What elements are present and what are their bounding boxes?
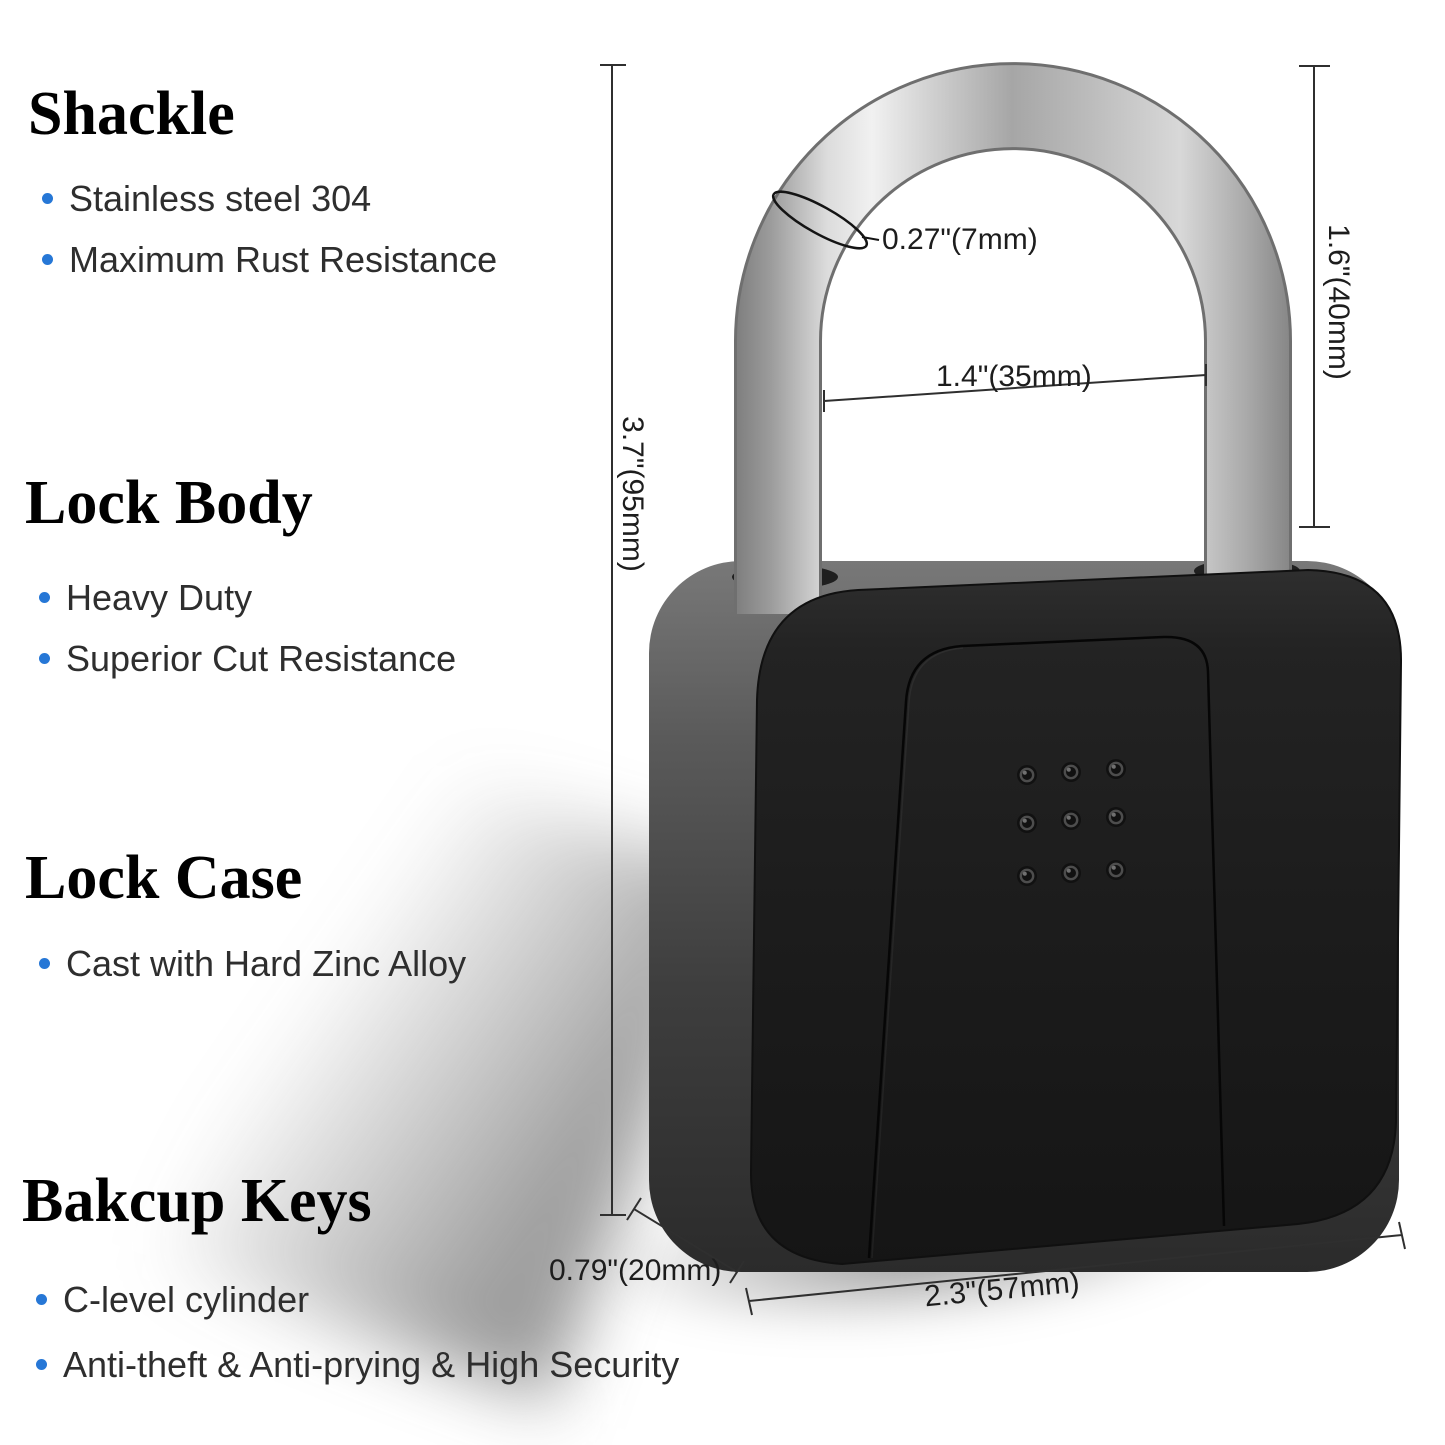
shackle	[734, 62, 1292, 614]
feature-item: C-level cylinder	[22, 1278, 679, 1321]
keypad-button	[1019, 868, 1035, 884]
bullet-dot-icon	[36, 1294, 47, 1306]
feature-text: Superior Cut Resistance	[66, 638, 457, 680]
feature-item: Stainless steel 304	[28, 177, 497, 220]
feature-text: C-level cylinder	[63, 1279, 310, 1320]
feature-text: Anti-theft & Anti-prying & High Security	[63, 1344, 680, 1386]
keypad-button	[1022, 770, 1027, 775]
shackle-cross-section-ellipse	[771, 190, 869, 250]
feature-text: Cast with Hard Zinc Alloy	[66, 943, 467, 984]
bullet-dot-icon	[39, 958, 50, 970]
label-shackle-inner-width: 1.4"(35mm)	[936, 360, 1092, 393]
keypad-door-seam-highlight	[871, 647, 964, 1259]
section-heading: Bakcup Keys	[22, 1167, 372, 1235]
bullet-dot-icon	[39, 592, 50, 604]
keypad-dots	[1017, 759, 1126, 886]
dimension-lines	[600, 64, 1406, 1316]
keypad-button	[1108, 862, 1124, 878]
shackle-steel	[737, 65, 1289, 614]
label-shackle-diameter: 0.27"(7mm)	[882, 223, 1038, 256]
bullet-dot-icon	[39, 653, 50, 665]
keypad-button	[1111, 865, 1116, 870]
keypad-button	[1022, 871, 1027, 876]
keypad-button	[1111, 812, 1116, 817]
inner-width-line	[823, 364, 1207, 412]
diameter-pointer-line	[861, 236, 880, 241]
section-heading: Shackle	[28, 80, 235, 148]
keypad-button	[1066, 815, 1071, 820]
section-shackle: Shackle Stainless steel 304 Maximum Rust…	[28, 83, 497, 281]
keypad-button	[1019, 815, 1035, 831]
bullet-dot-icon	[42, 254, 53, 266]
keypad-button	[1063, 865, 1079, 881]
keypad-button	[1066, 767, 1071, 772]
feature-text: Heavy Duty	[66, 577, 253, 618]
total-height-line	[600, 64, 626, 1216]
keypad-button	[1022, 818, 1027, 823]
bullet-dot-icon	[42, 193, 53, 205]
label-body-depth: 0.79"(20mm)	[549, 1254, 722, 1287]
keypad-button	[1063, 812, 1079, 828]
keypad-button	[1108, 809, 1124, 825]
section-lock-case: Lock Case Cast with Hard Zinc Alloy	[25, 847, 466, 985]
section-lock-body: Lock Body Heavy Duty Superior Cut Resist…	[25, 472, 456, 680]
keypad-button	[1066, 868, 1071, 873]
feature-text: Stainless steel 304	[69, 178, 372, 219]
body-depth-line	[626, 1197, 745, 1284]
feature-item: Cast with Hard Zinc Alloy	[25, 942, 466, 985]
section-backup-keys: Bakcup Keys C-level cylinder Anti-theft …	[22, 1170, 679, 1386]
shackle-height-line	[1299, 65, 1330, 528]
label-shackle-height: 1.6"(40mm)	[1322, 224, 1355, 380]
section-heading: Lock Case	[25, 844, 303, 912]
section-heading: Lock Body	[25, 469, 313, 537]
feature-item: Anti-theft & Anti-prying & High Security	[22, 1343, 679, 1386]
keypad-button	[1019, 767, 1035, 783]
feature-item: Heavy Duty	[25, 576, 456, 619]
label-total-height: 3.7"(95mm)	[616, 416, 649, 572]
lock-case-front-face	[749, 568, 1403, 1266]
keypad-button	[1108, 761, 1124, 777]
feature-item: Maximum Rust Resistance	[28, 238, 497, 281]
bullet-dot-icon	[36, 1359, 47, 1371]
keypad-button	[1111, 764, 1116, 769]
feature-text: Maximum Rust Resistance	[69, 239, 498, 281]
keypad-door-seam	[867, 635, 1226, 1259]
keypad-button	[1063, 764, 1079, 780]
feature-item: Superior Cut Resistance	[25, 637, 456, 680]
body-width-line	[745, 1221, 1406, 1316]
